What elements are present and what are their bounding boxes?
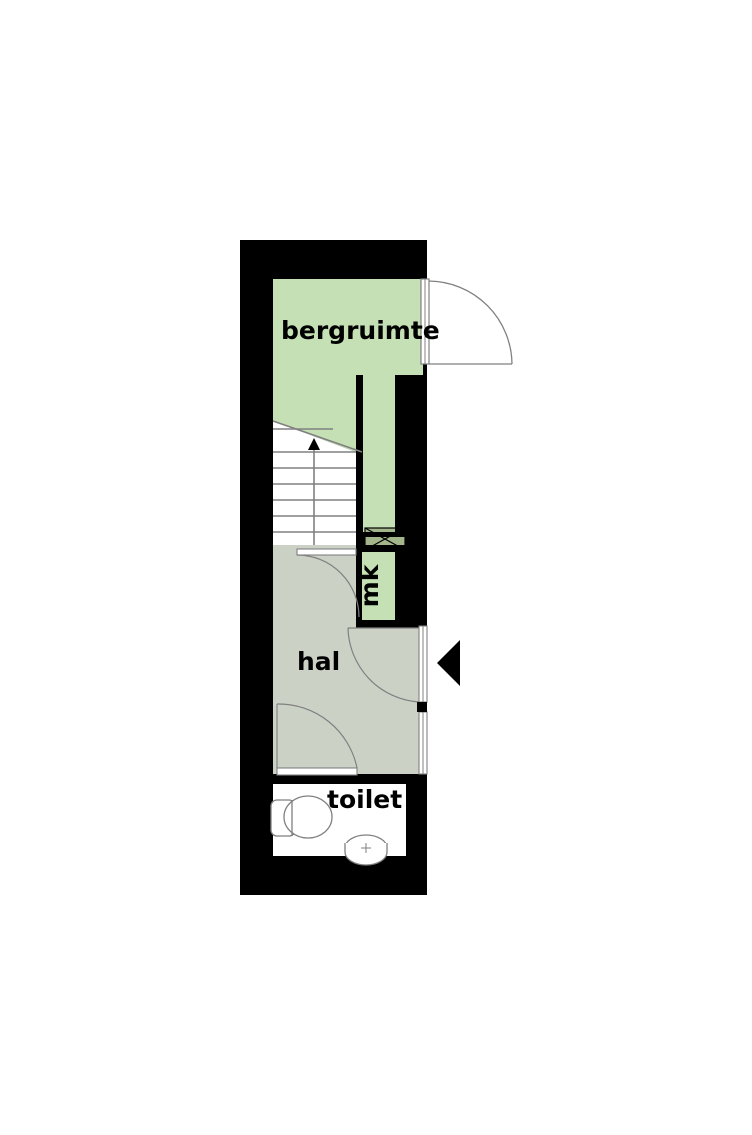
room-mk bbox=[362, 551, 395, 621]
stair-cupboard-door bbox=[296, 548, 360, 618]
staircase-up bbox=[272, 420, 363, 545]
entrance-direction-marker bbox=[437, 640, 460, 686]
room-label-toilet: toilet bbox=[327, 785, 402, 814]
toilet-fixture bbox=[270, 795, 333, 839]
toilet-door bbox=[276, 703, 358, 776]
room-hal bbox=[273, 545, 423, 774]
room-label-bergruimte: bergruimte bbox=[281, 316, 440, 345]
hall-entrance-door bbox=[347, 625, 428, 703]
stair-up-arrow bbox=[308, 438, 320, 450]
room-label-mk: mk bbox=[355, 563, 384, 607]
room-label-hal: hal bbox=[297, 647, 340, 676]
wash-basin-fixture bbox=[344, 834, 388, 866]
exterior-door-swing bbox=[420, 278, 513, 365]
hall-side-opening bbox=[417, 702, 428, 775]
